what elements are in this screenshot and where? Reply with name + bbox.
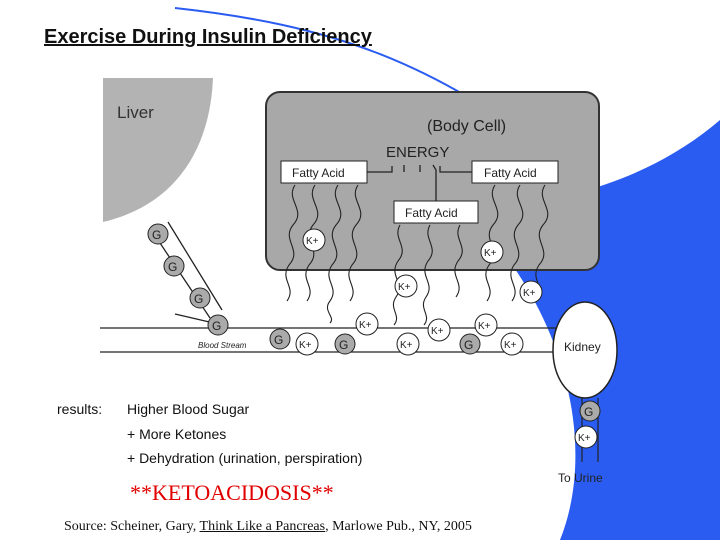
glucose-circle [163, 255, 185, 277]
potassium-circle [500, 332, 524, 356]
glucose-label: G [194, 292, 203, 306]
potassium-ions: K+ K+ K+ K+ K+ K+ K+ K+ K+ K+ [295, 228, 543, 356]
glucose-label: G [464, 338, 473, 352]
kidney-label: Kidney [564, 340, 601, 354]
urine-potassium-label: K+ [578, 433, 591, 444]
potassium-label: K+ [400, 340, 413, 351]
potassium-circle [519, 280, 543, 304]
potassium-circle [302, 228, 326, 252]
potassium-circle [355, 312, 379, 336]
result-dehydration: + Dehydration (urination, perspiration) [127, 450, 363, 466]
glucose-circle [459, 333, 481, 355]
page-title: Exercise During Insulin Deficiency [44, 26, 372, 48]
potassium-circle [394, 274, 418, 298]
glucose-circle [334, 333, 356, 355]
liver-shape [103, 78, 213, 222]
potassium-circle [427, 318, 451, 342]
urine-glucose-circle [579, 400, 601, 422]
energy-label: ENERGY [386, 144, 449, 161]
glucose-label: G [274, 333, 283, 347]
fatty-acid-right-label: Fatty Acid [484, 166, 537, 180]
glucose-molecules: G G G G G G G [147, 223, 481, 355]
liver-label: Liver [117, 103, 154, 122]
ketoacidosis-warning: **KETOACIDOSIS** [130, 480, 334, 505]
energy-arrows [367, 164, 472, 201]
potassium-label: K+ [478, 321, 491, 332]
body-cell [265, 91, 600, 271]
glucose-label: G [212, 319, 221, 333]
potassium-circle [474, 313, 498, 337]
glucose-circle [207, 314, 229, 336]
urine-potassium-circle [574, 425, 598, 449]
glucose-label: G [339, 338, 348, 352]
source-book-title: Think Like a Pancreas [199, 519, 326, 534]
potassium-label: K+ [306, 236, 319, 247]
results-label: results: [57, 401, 103, 417]
glucose-circle [269, 328, 291, 350]
potassium-label: K+ [523, 288, 536, 299]
glucose-label: G [168, 260, 177, 274]
urine-glucose-label: G [584, 405, 593, 419]
source-citation: Source: Scheiner, Gary, Think Like a Pan… [64, 519, 472, 535]
potassium-label: K+ [504, 340, 517, 351]
source-prefix: Source: Scheiner, Gary, [64, 519, 200, 534]
glucose-circle [189, 287, 211, 309]
potassium-circle [295, 332, 319, 356]
kidney [552, 301, 618, 399]
potassium-circle [396, 332, 420, 356]
source-suffix: , Marlowe Pub., NY, 2005 [325, 519, 472, 534]
potassium-label: K+ [431, 326, 444, 337]
fatty-acid-center-label: Fatty Acid [405, 206, 458, 220]
potassium-label: K+ [299, 340, 312, 351]
potassium-label: K+ [359, 320, 372, 331]
body-cell-label: (Body Cell) [427, 118, 506, 135]
potassium-label: K+ [398, 282, 411, 293]
potassium-label: K+ [484, 248, 497, 259]
potassium-circle [480, 240, 504, 264]
result-more-ketones: + More Ketones [127, 426, 227, 442]
result-higher-blood-sugar: Higher Blood Sugar [127, 401, 250, 417]
liver-to-blood-line-b [167, 221, 223, 311]
fatty-acid-left-label: Fatty Acid [292, 166, 345, 180]
blood-stream-label: Blood Stream [198, 341, 247, 350]
glucose-label: G [152, 228, 161, 242]
glucose-circle [147, 223, 169, 245]
to-urine-label: To Urine [558, 471, 603, 485]
